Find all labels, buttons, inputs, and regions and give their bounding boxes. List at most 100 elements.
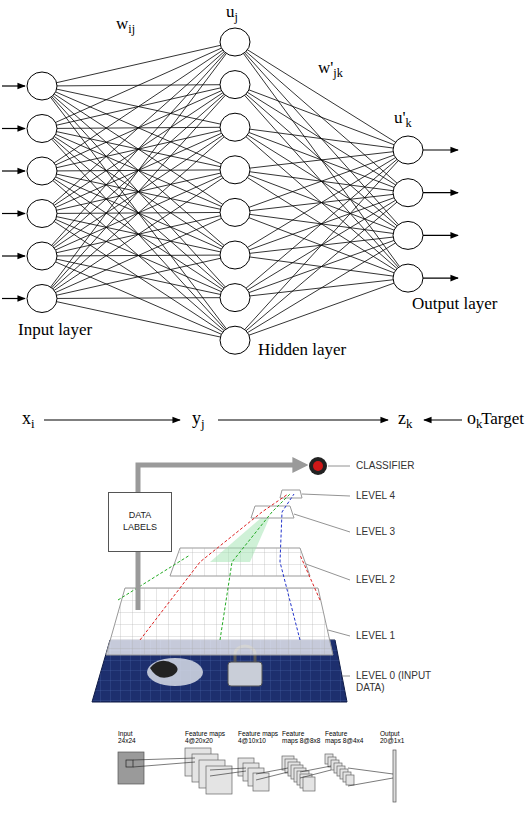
variable-symbol: yj xyxy=(192,408,205,429)
neuron xyxy=(27,285,57,313)
symbol-index: j xyxy=(235,10,238,24)
feature-map xyxy=(253,773,269,791)
node-symbol: uj xyxy=(226,2,238,22)
green-path xyxy=(220,494,290,640)
weight-symbol: w'jk xyxy=(318,58,343,78)
weight-line xyxy=(235,42,408,235)
weight-line xyxy=(235,127,408,235)
neuron xyxy=(220,241,250,269)
weight-line xyxy=(42,42,235,86)
weight-line xyxy=(42,170,235,299)
symbol-index: i xyxy=(31,416,35,431)
link xyxy=(210,771,246,776)
input-arrow xyxy=(2,298,25,299)
weight-line xyxy=(235,85,408,193)
weight-line xyxy=(235,127,408,278)
symbol-index: ij xyxy=(128,22,135,36)
leader-lines xyxy=(294,466,350,676)
weight-line xyxy=(235,235,408,340)
neuron xyxy=(220,113,250,141)
weight-line xyxy=(235,150,408,170)
arrow xyxy=(44,419,180,420)
neuron xyxy=(220,326,250,354)
input-arrow xyxy=(2,128,25,129)
variable-symbol: xi xyxy=(22,408,35,429)
leader-line xyxy=(328,630,350,636)
neuron xyxy=(393,221,423,249)
symbol-base: w xyxy=(116,14,128,33)
weight-line xyxy=(42,42,235,256)
link xyxy=(210,768,246,770)
weight-symbol: wij xyxy=(116,14,135,34)
neuron xyxy=(220,284,250,312)
weight-line xyxy=(235,85,408,150)
weight-line xyxy=(42,127,235,298)
neuron xyxy=(220,28,250,56)
output-arrow xyxy=(423,235,458,236)
weight-line xyxy=(42,255,235,299)
neuron xyxy=(27,115,57,143)
output-vector xyxy=(393,750,396,802)
link xyxy=(300,770,331,778)
symbol-base: w' xyxy=(318,58,333,77)
input-arrow xyxy=(2,255,25,256)
input-map xyxy=(118,752,144,784)
neural-network xyxy=(2,28,458,354)
neuron xyxy=(393,264,423,292)
neuron xyxy=(27,200,57,228)
leader-line xyxy=(294,514,350,532)
neuron xyxy=(27,242,57,270)
weight-line xyxy=(235,42,408,193)
weight-line xyxy=(235,42,408,278)
arrow xyxy=(218,419,388,420)
weight-line xyxy=(235,150,408,340)
target-label: Target xyxy=(481,409,524,429)
weight-line xyxy=(235,42,408,150)
input-picture xyxy=(228,662,262,686)
symbol-index: j xyxy=(201,416,205,431)
symbol-base: o xyxy=(467,408,476,428)
layer-name: Hidden layer xyxy=(258,340,346,360)
neuron xyxy=(27,72,57,100)
weight-line xyxy=(42,42,235,171)
layer-caption: Feature maps 4@20x20 xyxy=(185,730,229,745)
level-label: CLASSIFIER xyxy=(356,460,414,472)
weight-line xyxy=(235,150,408,212)
leader-line xyxy=(302,494,350,496)
symbol-index: k xyxy=(406,416,412,431)
blue-path xyxy=(280,494,300,640)
level-label: LEVEL 4 xyxy=(356,490,395,502)
variable-symbol: zk xyxy=(398,408,412,429)
feature-map xyxy=(206,766,232,794)
weight-line xyxy=(235,127,408,193)
input-picture xyxy=(147,658,203,686)
symbol-base: y xyxy=(192,408,201,428)
node-symbol: u'k xyxy=(394,108,412,128)
label-box: DATA LABELS xyxy=(108,492,172,552)
weight-line xyxy=(42,42,235,299)
level-label: LEVEL 0 (INPUT DATA) xyxy=(356,670,436,693)
label-feed-arrow xyxy=(138,465,302,492)
layer-caption: Output 20@1x1 xyxy=(380,730,420,745)
neuron xyxy=(220,156,250,184)
weight-line xyxy=(235,85,408,236)
weight-line xyxy=(42,86,235,340)
feature-map xyxy=(346,775,354,785)
symbol-index: k xyxy=(406,116,412,130)
weight-line xyxy=(42,297,235,299)
feature-map xyxy=(303,777,315,791)
green-path xyxy=(118,555,190,600)
layer-caption: Input 24x24 xyxy=(118,730,150,745)
symbol-base: u' xyxy=(394,108,406,127)
level4-plane xyxy=(280,490,302,498)
weight-line xyxy=(235,127,408,150)
symbol-index: jk xyxy=(333,66,343,80)
box-text: DATA LABELS xyxy=(109,506,171,537)
link xyxy=(133,758,195,760)
classifier-dot xyxy=(313,461,323,471)
weight-line xyxy=(235,150,408,298)
weight-line xyxy=(42,129,235,341)
layer-name: Output layer xyxy=(412,294,497,314)
arrow xyxy=(424,419,462,420)
